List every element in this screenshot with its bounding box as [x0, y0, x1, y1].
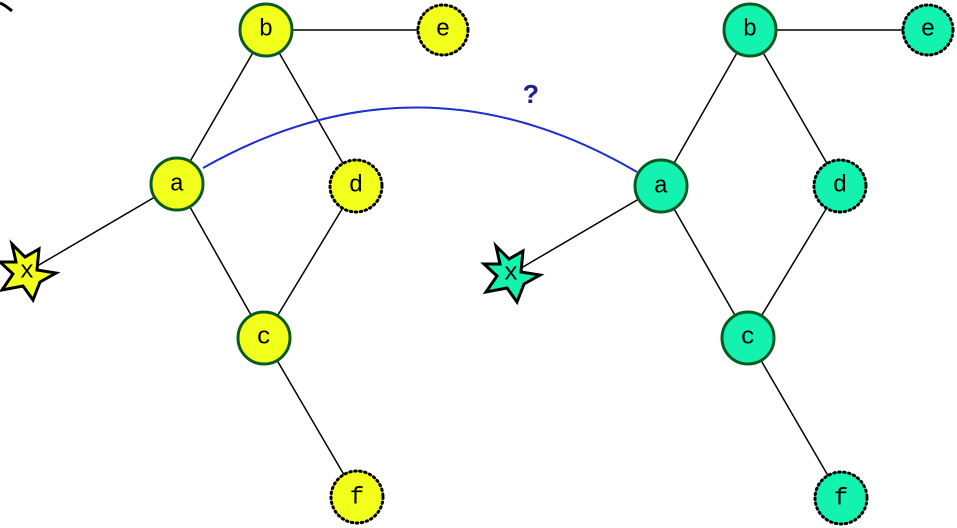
match-arc [202, 106, 638, 173]
left-edge-b-d [265, 29, 357, 187]
right-edge-a-c [660, 185, 749, 339]
right-node-x-label: x [504, 261, 518, 288]
right-node-d[interactable]: d [812, 158, 868, 214]
left-node-x-label: x [20, 259, 34, 286]
left-node-b[interactable]: b [238, 2, 294, 58]
left-node-e[interactable]: e [416, 3, 470, 57]
right-node-c-label: c [741, 325, 755, 352]
right-edge-d-c [747, 185, 841, 339]
right-edge-c-f [747, 337, 842, 499]
left-node-c[interactable]: c [236, 310, 292, 366]
right-edge-a-x [510, 185, 662, 275]
right-graph-edges [510, 29, 928, 499]
left-edge-a-x [26, 183, 178, 273]
right-node-b-label: b [743, 17, 757, 44]
left-node-d-label: d [349, 173, 363, 200]
left-star-icon [0, 239, 61, 304]
left-node-c-label: c [257, 325, 271, 352]
left-graph-edges [26, 29, 443, 498]
right-node-a-label: a [654, 174, 668, 201]
right-star-icon [480, 241, 545, 306]
left-edge-d-c [263, 185, 357, 339]
right-node-x[interactable]: x [480, 241, 545, 306]
right-node-b[interactable]: b [722, 2, 778, 58]
right-node-f-label: f [834, 486, 848, 513]
left-edge-c-f [263, 337, 358, 498]
left-node-x[interactable]: x [0, 239, 61, 304]
match-arc-label: ? [523, 82, 539, 112]
left-edge-a-c [176, 183, 265, 339]
offscreen-arc-fragment [0, 1, 13, 13]
left-node-b-label: b [259, 17, 273, 44]
left-node-a-label: a [170, 172, 184, 199]
right-node-e-label: e [921, 17, 935, 44]
left-node-f[interactable]: f [329, 469, 385, 525]
right-node-d-label: d [833, 173, 847, 200]
right-graph-nodes: b e a d c f x [480, 2, 955, 526]
right-edge-a-b [660, 29, 751, 187]
left-node-e-label: e [436, 17, 450, 44]
right-node-c[interactable]: c [720, 310, 776, 366]
left-node-f-label: f [350, 485, 364, 512]
right-edge-b-d [749, 29, 841, 187]
right-node-e[interactable]: e [901, 3, 955, 57]
right-node-a[interactable]: a [633, 158, 689, 214]
right-node-f[interactable]: f [813, 470, 869, 526]
left-edge-a-b [176, 29, 267, 185]
left-node-a[interactable]: a [149, 156, 205, 212]
left-graph-nodes: b e a d c f x [0, 2, 470, 525]
left-node-d[interactable]: d [328, 158, 384, 214]
